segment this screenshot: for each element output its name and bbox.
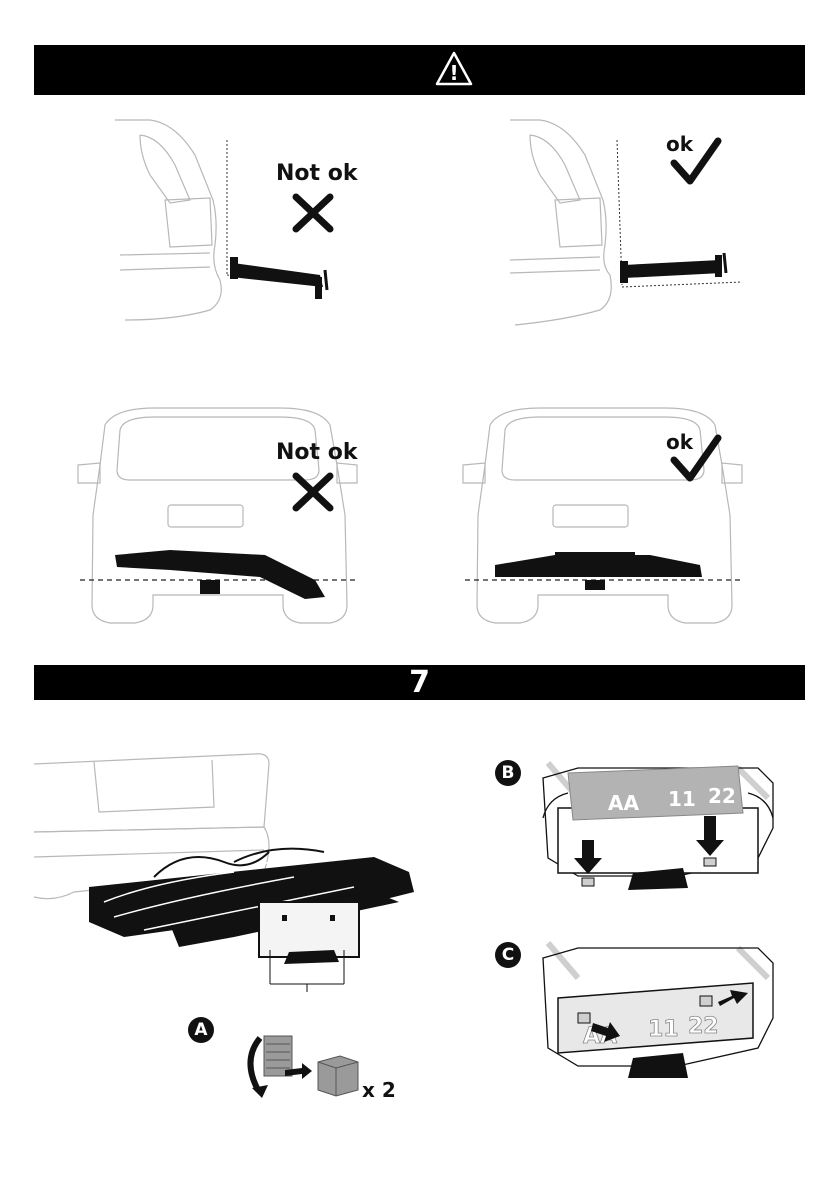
warning-header-bar: ! bbox=[34, 45, 805, 95]
rear-incorrect-label: Not ok bbox=[276, 440, 357, 465]
plate-b-left-text: AA bbox=[608, 791, 639, 815]
cross-mark-icon bbox=[292, 472, 334, 512]
side-incorrect-label: Not ok bbox=[276, 161, 357, 186]
plate-clipped-illustration: AA 11 22 bbox=[538, 938, 778, 1083]
warning-symbol: ! bbox=[449, 61, 458, 85]
plate-b-mid-text: 11 bbox=[668, 787, 696, 811]
warning-triangle-icon: ! bbox=[434, 50, 474, 88]
step-number: 7 bbox=[34, 665, 805, 700]
cross-mark-icon bbox=[292, 193, 334, 233]
plate-b-right-text: 22 bbox=[708, 784, 736, 808]
plate-c-right-text: 22 bbox=[688, 1014, 719, 1039]
part-quantity-label: x 2 bbox=[362, 1078, 396, 1102]
bike-rack-installed-illustration bbox=[34, 752, 434, 992]
plate-insert-illustration: AA 11 22 bbox=[538, 758, 778, 898]
rear-view-incorrect-illustration bbox=[75, 405, 360, 630]
plate-c-mid-text: 11 bbox=[648, 1017, 679, 1042]
callout-a-badge: A bbox=[188, 1017, 214, 1043]
check-mark-icon bbox=[670, 135, 722, 187]
step-header-bar: 7 bbox=[34, 665, 805, 700]
callout-c-badge: C bbox=[495, 942, 521, 968]
clip-rotate-illustration bbox=[240, 1030, 370, 1100]
callout-b-badge: B bbox=[495, 760, 521, 786]
check-mark-icon bbox=[670, 432, 722, 484]
